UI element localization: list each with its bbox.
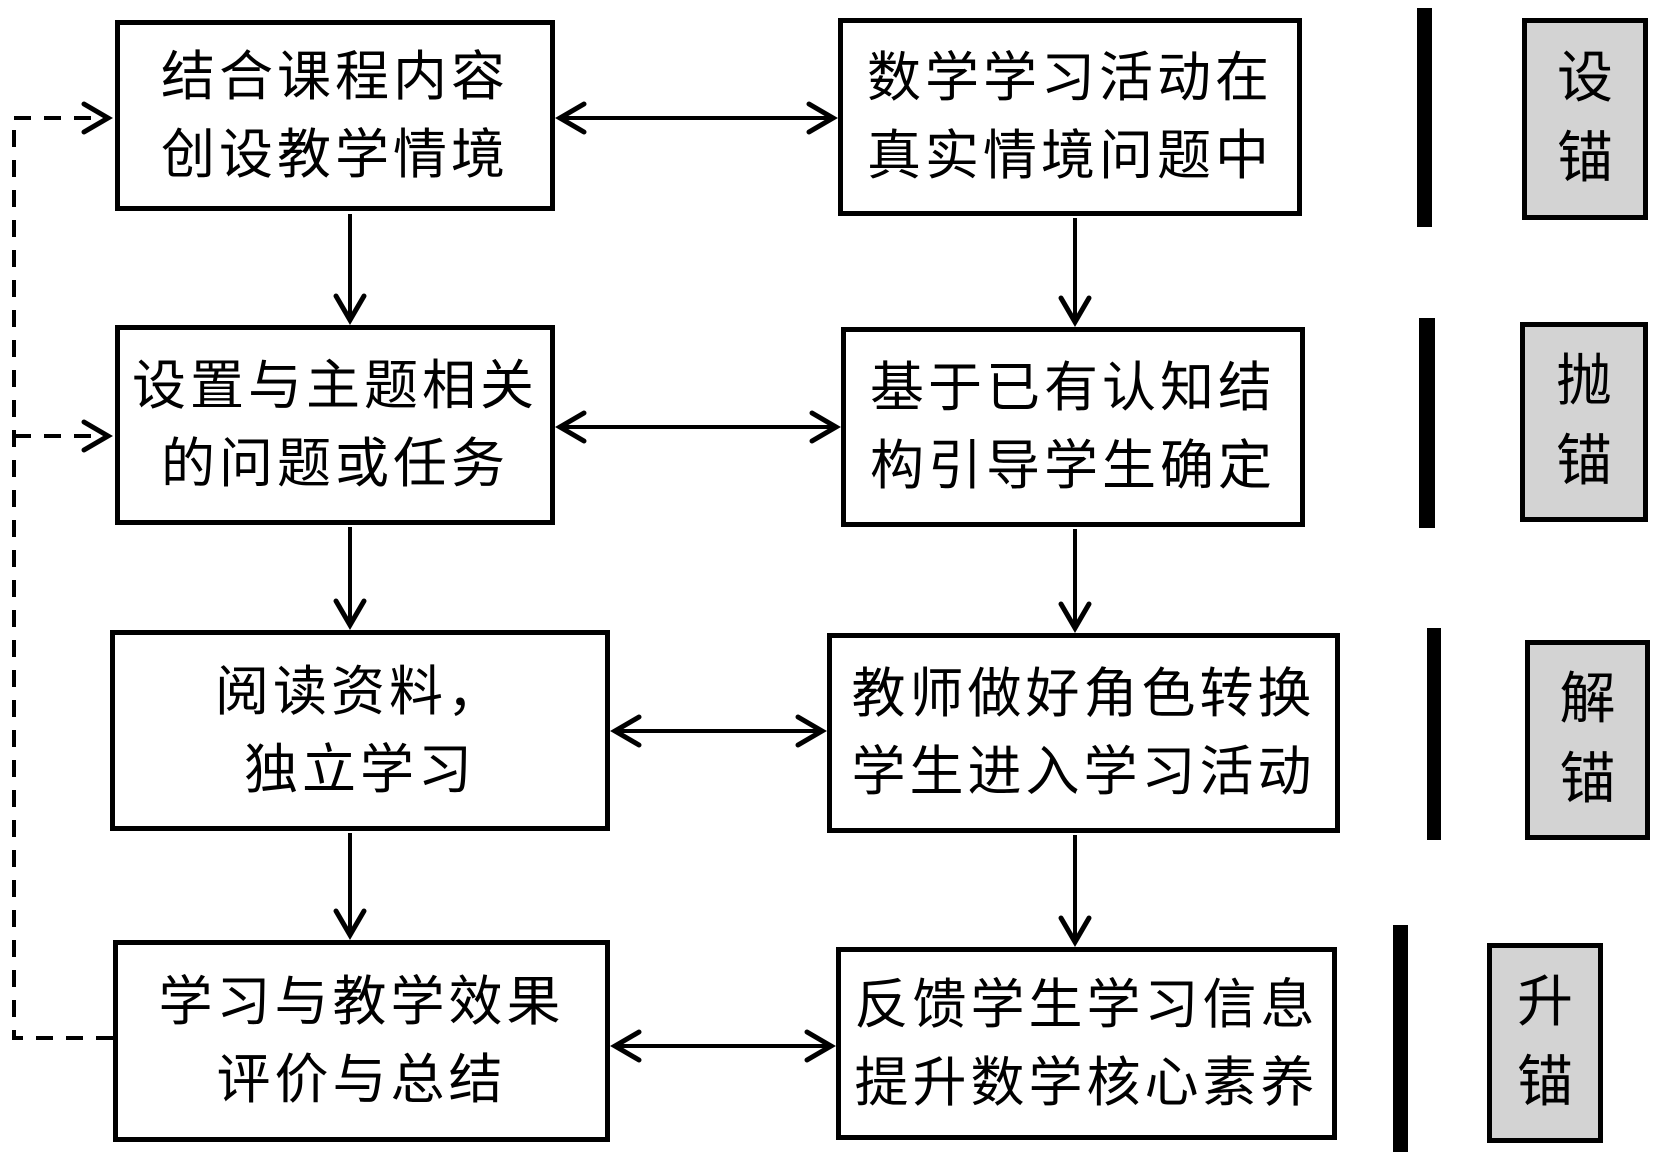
- stage-label-raise-anchor: 升 锚: [1487, 943, 1603, 1143]
- flow-box-evaluation-summary: 学习与教学效果 评价与总结: [113, 940, 610, 1142]
- box-line-2: 真实情境问题中: [867, 124, 1273, 187]
- feedback-dashed-line: [12, 118, 113, 1040]
- box-line-1: 设置与主题相关: [132, 354, 538, 417]
- box-line-2: 学生进入学习活动: [851, 740, 1316, 803]
- flow-box-set-theme-tasks: 设置与主题相关 的问题或任务: [115, 325, 555, 525]
- box-line-2: 独立学习: [244, 737, 476, 801]
- stage-label-char-2: 锚: [1557, 126, 1613, 191]
- stage-divider-bar-3: [1427, 628, 1441, 840]
- box-line-2: 提升数学核心素养: [854, 1050, 1319, 1114]
- box-line-1: 教师做好角色转换: [851, 662, 1316, 725]
- box-line-2: 评价与总结: [216, 1048, 507, 1111]
- stage-label-char-1: 解: [1559, 667, 1616, 732]
- stage-label-char-2: 锚: [1556, 429, 1612, 494]
- stage-label-char-1: 升: [1517, 970, 1573, 1035]
- stage-label-char-2: 锚: [1559, 747, 1616, 812]
- flow-box-read-materials: 阅读资料， 独立学习: [110, 630, 610, 831]
- stage-label-solve-anchor: 解 锚: [1525, 640, 1650, 840]
- box-line-1: 学习与教学效果: [158, 970, 565, 1033]
- flow-box-create-situation: 结合课程内容 创设教学情境: [115, 20, 555, 211]
- flow-box-feedback-core-literacy: 反馈学生学习信息 提升数学核心素养: [836, 947, 1337, 1140]
- stage-divider-bar-4: [1393, 925, 1408, 1152]
- box-line-1: 阅读资料，: [215, 659, 505, 723]
- stage-label-set-anchor: 设 锚: [1522, 18, 1648, 220]
- stage-label-char-1: 设: [1557, 46, 1613, 111]
- box-line-1: 基于已有认知结: [870, 356, 1276, 419]
- stage-label-char-1: 抛: [1556, 349, 1612, 414]
- box-line-1: 结合课程内容: [161, 44, 509, 108]
- flow-box-cognitive-structure-guide: 基于已有认知结 构引导学生确定: [841, 327, 1305, 527]
- stage-divider-bar-1: [1417, 8, 1432, 227]
- box-line-2: 的问题或任务: [161, 432, 509, 495]
- flow-box-math-activity-real-context: 数学学习活动在 真实情境问题中: [838, 18, 1302, 216]
- box-line-2: 创设教学情境: [161, 122, 509, 186]
- box-line-2: 构引导学生确定: [870, 434, 1276, 497]
- box-line-1: 数学学习活动在: [867, 46, 1273, 109]
- stage-label-throw-anchor: 抛 锚: [1520, 322, 1648, 522]
- box-line-1: 反馈学生学习信息: [854, 972, 1319, 1036]
- stage-divider-bar-2: [1419, 318, 1435, 528]
- stage-label-char-2: 锚: [1517, 1050, 1573, 1115]
- flow-box-teacher-role-change: 教师做好角色转换 学生进入学习活动: [827, 633, 1340, 833]
